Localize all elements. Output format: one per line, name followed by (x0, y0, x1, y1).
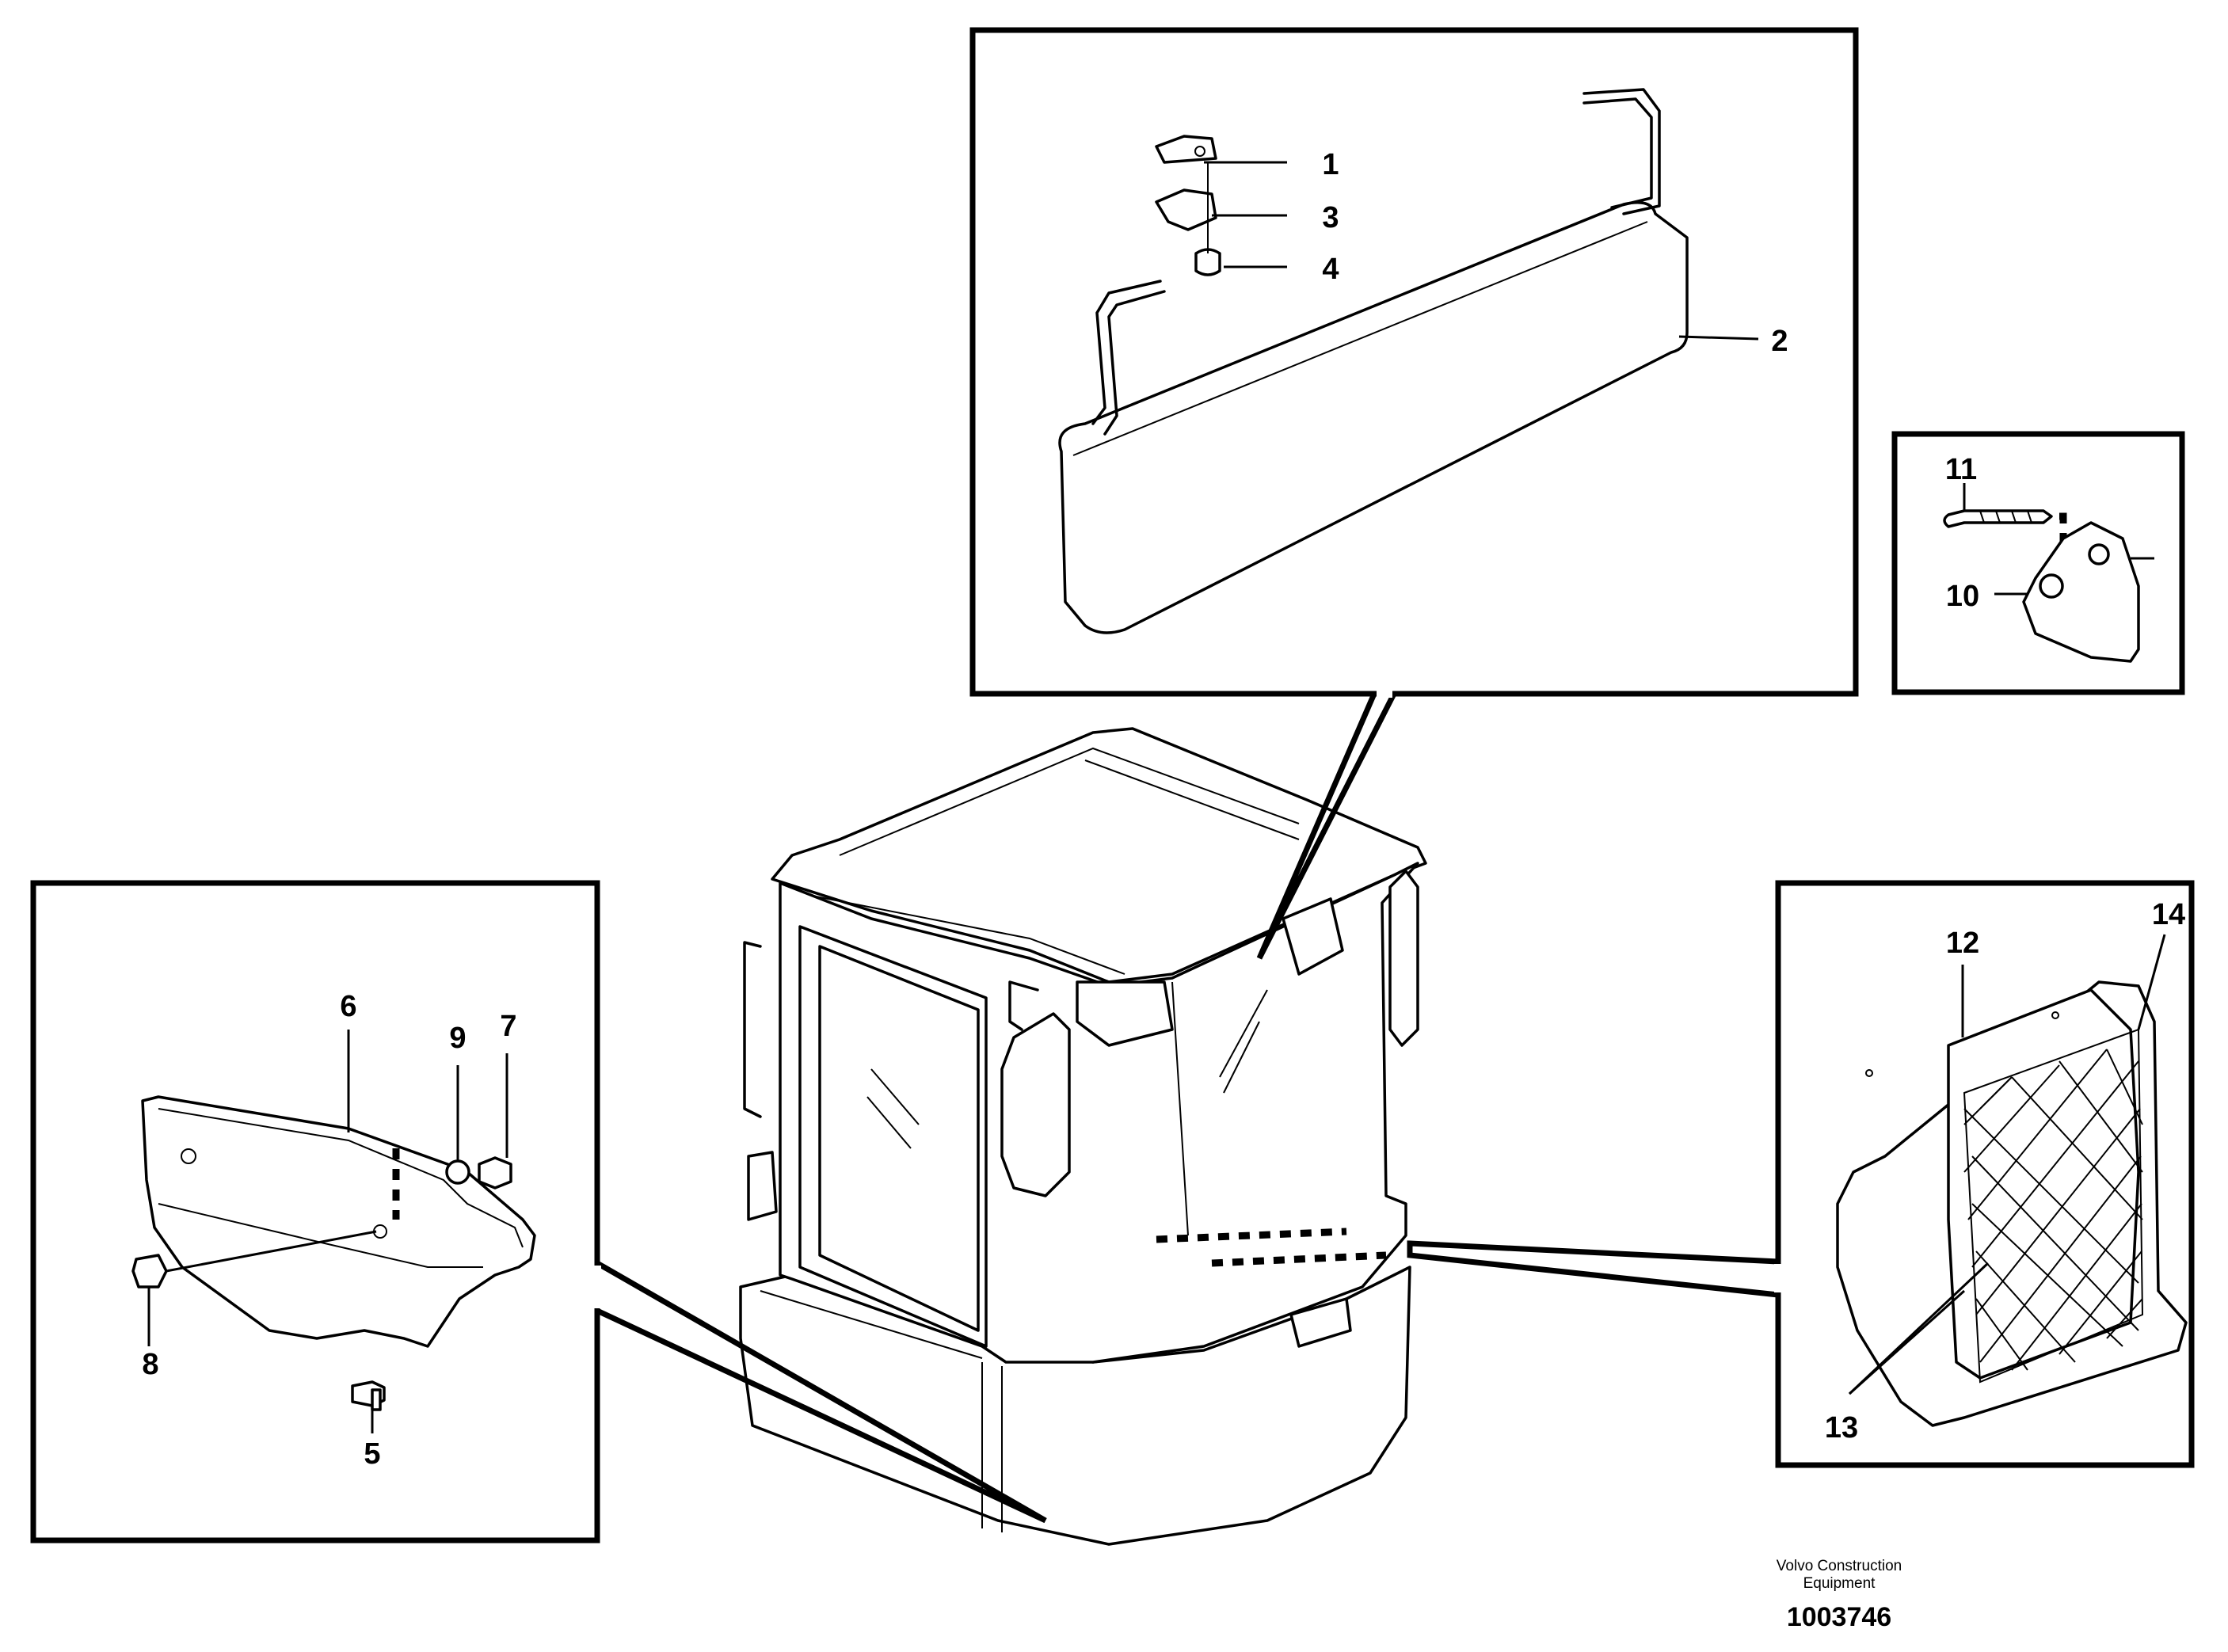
callout-label-10: 10 (1946, 580, 1979, 613)
callout-label-14: 14 (2152, 898, 2185, 931)
callout-label-13: 13 (1825, 1411, 1858, 1445)
callout-label-2: 2 (1771, 325, 1788, 358)
company-name-line2: Equipment (1803, 1575, 1876, 1592)
callout-label-4: 4 (1322, 253, 1339, 286)
callout-net-pocket: 12 14 13 (1407, 880, 2195, 1468)
company-name-line1: Volvo Construction (1777, 1558, 1902, 1574)
net-mesh (1963, 1028, 2144, 1384)
callout-label-1: 1 (1322, 148, 1339, 181)
callout-storage-tray: 6 9 7 8 5 (30, 880, 1047, 1544)
callout-label-12: 12 (1946, 927, 1979, 960)
callout-coat-hook: 11 10 (1891, 431, 2185, 695)
callout-sun-visor: 1 3 4 2 (969, 27, 1859, 960)
callout-label-7: 7 (500, 1010, 516, 1043)
callout-label-8: 8 (142, 1348, 158, 1381)
cab-illustration (739, 727, 1427, 1546)
callout-label-5: 5 (364, 1437, 380, 1471)
callout-label-6: 6 (340, 990, 356, 1023)
callout-label-3: 3 (1322, 201, 1339, 234)
callout-label-9: 9 (449, 1022, 466, 1055)
footer: Volvo Construction Equipment 1003746 (1777, 1558, 1902, 1632)
callout-label-11: 11 (1945, 453, 1977, 486)
document-number: 1003746 (1787, 1602, 1891, 1632)
